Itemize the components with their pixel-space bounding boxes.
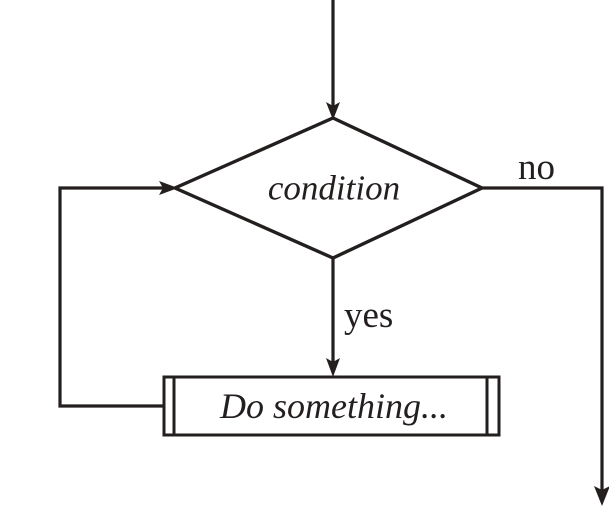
yes-branch-label: yes	[344, 295, 394, 336]
loop-back-edge-line	[58, 186, 167, 408]
loop-back-arrowhead	[159, 181, 178, 195]
entry-edge-arrowhead	[326, 102, 340, 120]
yes-branch-arrowhead	[326, 358, 340, 377]
no-branch-label: no	[518, 147, 555, 188]
no-branch-arrowhead	[594, 486, 609, 506]
no-branch-edge-line	[481, 186, 604, 492]
decision-label: condition	[267, 168, 401, 208]
process-label: Do something...	[220, 386, 448, 426]
